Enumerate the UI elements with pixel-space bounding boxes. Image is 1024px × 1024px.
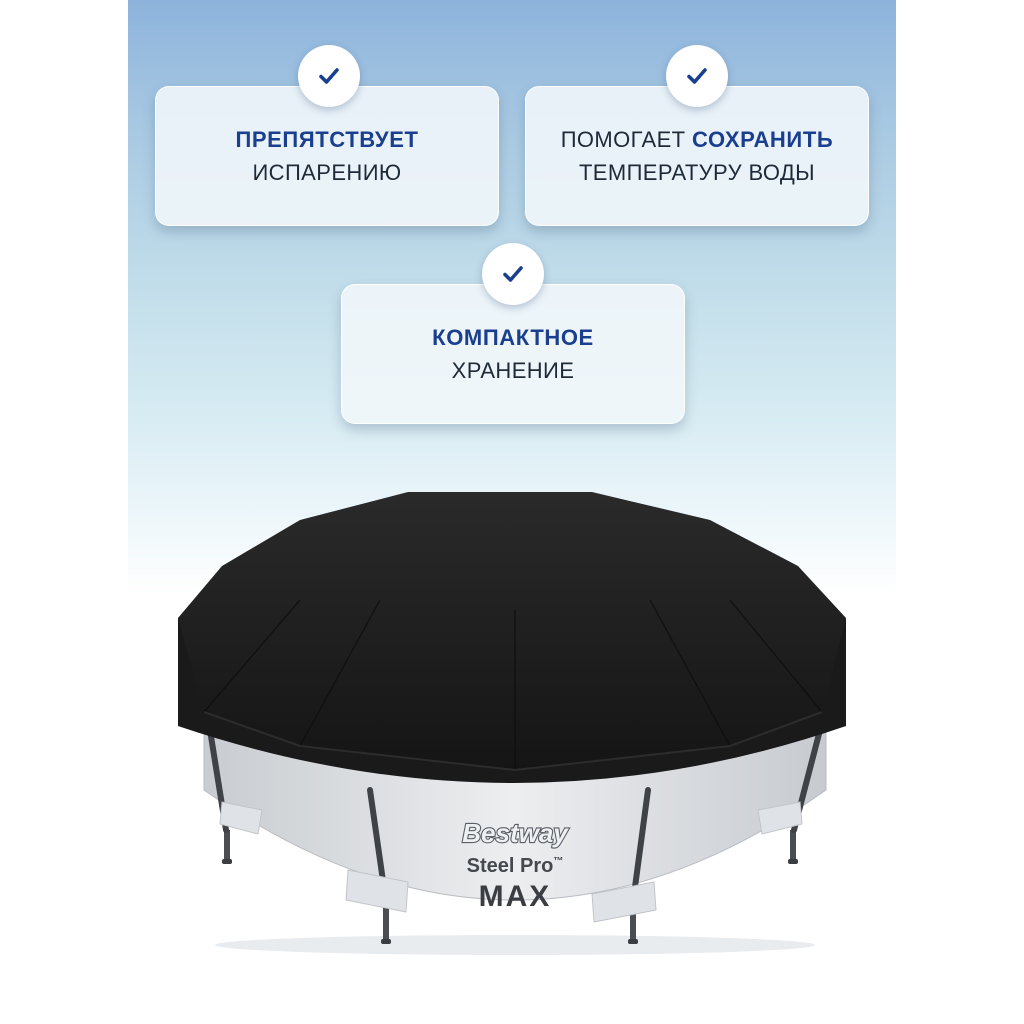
feature-card-storage: КОМПАКТНОЕ ХРАНЕНИЕ (341, 284, 685, 424)
brand-logo: Bestway Steel Pro™ MAX (461, 817, 570, 913)
check-icon (298, 45, 360, 107)
feature-card-temperature: ПОМОГАЕТ СОХРАНИТЬ ТЕМПЕРАТУРУ ВОДЫ (525, 86, 869, 226)
feature-subtitle: ИСПАРЕНИЮ (252, 160, 402, 185)
check-icon (482, 243, 544, 305)
pool-leg (224, 830, 796, 942)
pool-cover (178, 492, 846, 770)
feature-title: ПРЕПЯТСТВУЕТ (235, 127, 419, 152)
feature-subtitle: ХРАНЕНИЕ (451, 358, 575, 383)
feature-title: КОМПАКТНОЕ (432, 325, 594, 350)
model-line: Steel Pro™ (467, 855, 564, 877)
feature-subtitle: ТЕМПЕРАТУРУ ВОДЫ (578, 160, 816, 185)
feature-card-evaporation: ПРЕПЯТСТВУЕТ ИСПАРЕНИЮ (155, 86, 499, 226)
check-icon (666, 45, 728, 107)
brand-name: Bestway (462, 818, 569, 848)
covered-pool-image: Bestway Steel Pro™ MAX (170, 490, 860, 960)
model-name: MAX (479, 880, 552, 913)
feature-prefix: ПОМОГАЕТ (560, 127, 693, 152)
feature-title: ПОМОГАЕТ СОХРАНИТЬ (560, 127, 834, 152)
